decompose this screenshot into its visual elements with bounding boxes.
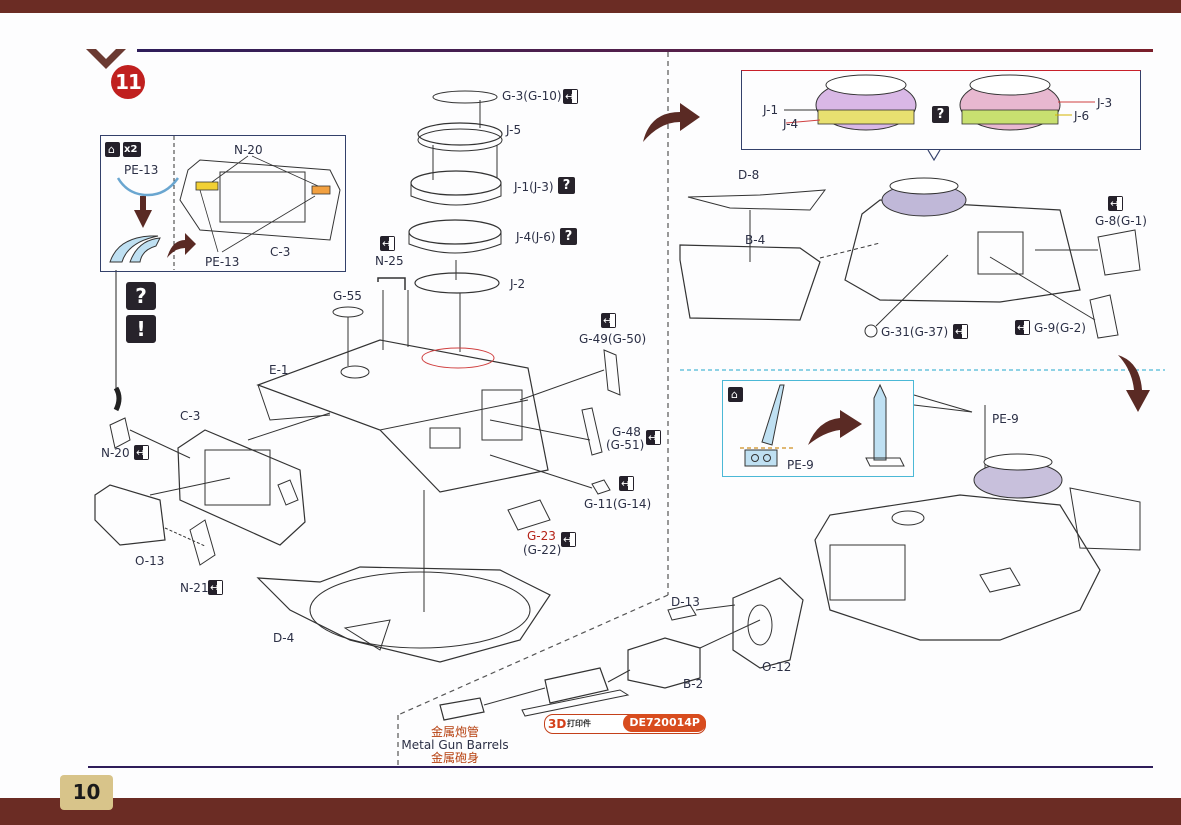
label-g8: G-8(G-1): [1095, 214, 1147, 228]
label-j5: J-5: [506, 123, 522, 137]
label-g9: G-9(G-2): [1034, 321, 1086, 335]
question-icon: ?: [558, 177, 575, 194]
label-g3: G-3(G-10): [502, 89, 562, 103]
bottom-band: [0, 798, 1181, 825]
bend-photo-etch-icon: ⌂: [105, 142, 120, 157]
question-icon: ?: [126, 282, 156, 310]
top-band: [0, 0, 1181, 13]
label-c3: C-3: [180, 409, 201, 423]
curved-arrow-down: [1118, 355, 1150, 412]
label-o13: O-13: [135, 554, 165, 568]
caption-en: Metal Gun Barrels: [401, 738, 509, 752]
warning-icon: !: [126, 315, 156, 343]
label-pe9-callout: PE-9: [992, 412, 1019, 426]
caption-cn-2: 金属砲身: [430, 751, 479, 765]
label-g55: G-55: [333, 289, 362, 303]
label-d13: D-13: [671, 595, 700, 609]
swap-alt-icon: ↔: [208, 580, 223, 595]
swap-alt-icon: ↔: [134, 445, 149, 460]
pe9-inset-box: [722, 380, 914, 477]
bend-photo-etch-icon: ⌂: [728, 387, 743, 402]
label-n25: N-25: [375, 254, 404, 268]
label-pe9-inset: PE-9: [787, 458, 814, 472]
swap-alt-icon: ↔: [953, 324, 968, 339]
label-j3-option: J-3: [1097, 96, 1113, 110]
label-j4-option: J-4: [783, 117, 799, 131]
label-g51: (G-51): [606, 438, 645, 452]
chevron-icon: [86, 49, 126, 69]
3d-print-badge: 3D 打印件 DE720014P: [544, 713, 706, 734]
swap-alt-icon: ↔: [1015, 320, 1030, 335]
label-g22: (G-22): [523, 543, 562, 557]
label-g48: G-48: [612, 425, 641, 439]
label-pe13-c3: PE-13: [205, 255, 240, 269]
label-pe13-inset: PE-13: [124, 163, 159, 177]
label-e1: E-1: [269, 363, 289, 377]
badge-part-code: DE720014P: [623, 713, 706, 732]
metal-gun-barrels-caption: 金属炮管 Metal Gun Barrels 金属砲身: [395, 726, 515, 765]
question-icon: ?: [932, 106, 949, 123]
label-b2: B-2: [683, 677, 704, 691]
label-n20-inset: N-20: [234, 143, 263, 157]
swap-alt-icon: ↔: [619, 476, 634, 491]
label-d4: D-4: [273, 631, 295, 645]
label-c3-inset: C-3: [270, 245, 291, 259]
label-b4: B-4: [745, 233, 766, 247]
label-g49: G-49(G-50): [579, 332, 647, 346]
label-g23: G-23: [527, 529, 556, 543]
footer-rule: [88, 766, 1153, 768]
label-j1-option: J-1: [763, 103, 779, 117]
swap-alt-icon: ↔: [380, 236, 395, 251]
label-j1: J-1(J-3): [514, 180, 554, 194]
header-rule: [137, 49, 1153, 52]
label-j4: J-4(J-6): [516, 230, 556, 244]
badge-print-label: 打印件: [567, 719, 591, 728]
turret-option-box: [741, 70, 1141, 150]
swap-alt-icon: ↔: [646, 430, 661, 445]
step-number-badge: 11: [111, 65, 145, 99]
swap-alt-icon: ↔: [601, 313, 616, 328]
label-g11: G-11(G-14): [584, 497, 652, 511]
swap-alt-icon: ↔: [561, 532, 576, 547]
caption-cn-1: 金属炮管: [430, 725, 479, 739]
swap-alt-icon: ↔: [563, 89, 578, 104]
label-n20: N-20: [101, 446, 130, 460]
page-number: 10: [60, 775, 113, 810]
pe13-inset-box: [100, 135, 346, 272]
label-j6-option: J-6: [1074, 109, 1090, 123]
quantity-badge: x2: [123, 142, 141, 157]
label-j2: J-2: [510, 277, 526, 291]
badge-3d-label: 3D: [548, 717, 567, 731]
label-o12: O-12: [762, 660, 792, 674]
swap-alt-icon: ↔: [1108, 196, 1123, 211]
label-d8: D-8: [738, 168, 760, 182]
curved-arrow-right: [643, 103, 700, 142]
section-divider-diagonal: [397, 594, 669, 716]
label-g31: G-31(G-37): [881, 325, 949, 339]
label-n21: N-21: [180, 581, 209, 595]
question-icon: ?: [560, 228, 577, 245]
